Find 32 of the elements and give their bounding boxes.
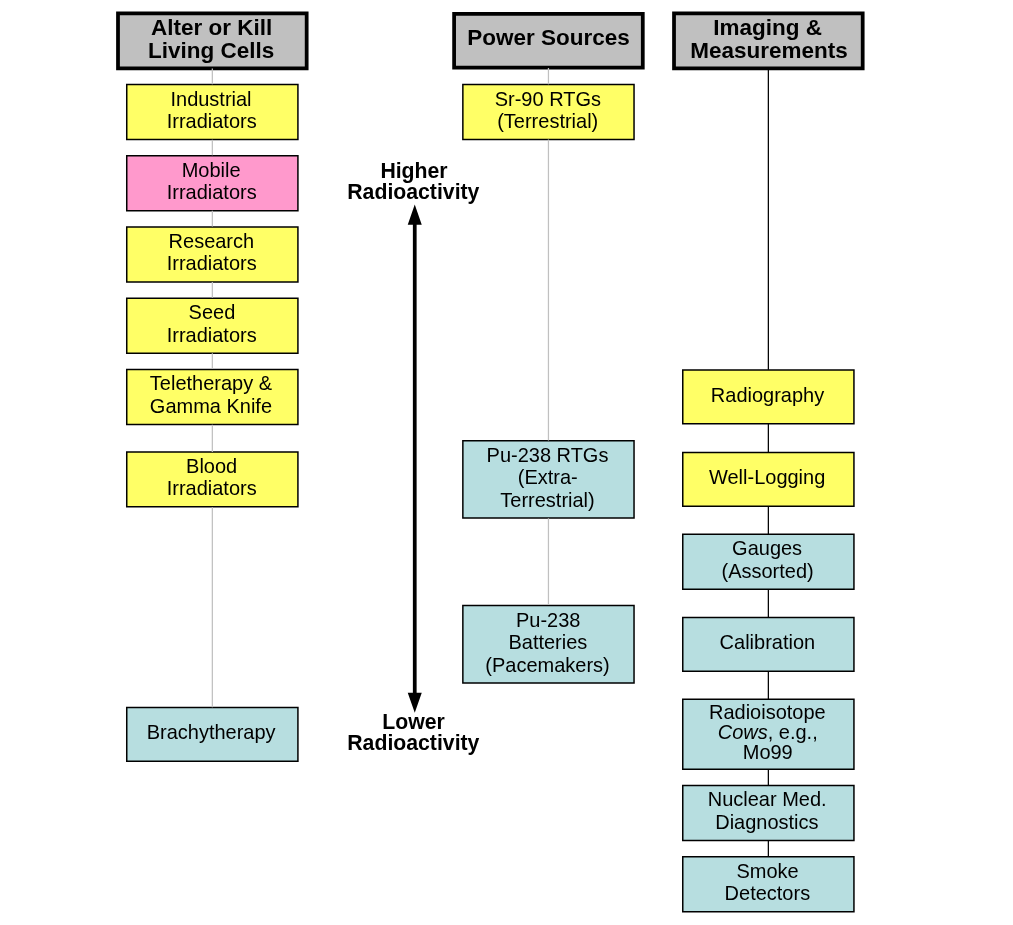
node-box: Smoke Detectors <box>682 855 855 913</box>
connector <box>767 67 769 371</box>
connector <box>767 589 769 618</box>
connector <box>767 505 769 535</box>
connector <box>211 506 213 708</box>
node-box: Industrial Irradiators <box>126 83 299 141</box>
node-box: Calibration <box>682 616 855 672</box>
node-box: Research Irradiators <box>126 226 299 283</box>
node-box: Imaging & Measurements <box>672 11 865 71</box>
node-box: Mobile Irradiators <box>126 155 299 212</box>
node-box: Alter or Kill Living Cells <box>116 11 309 71</box>
node-box: Gauges (Assorted) <box>682 533 855 591</box>
node-box: Sr-90 RTGs (Terrestrial) <box>462 83 635 141</box>
node-box: Pu-238 Batteries (Pacemakers) <box>462 604 635 684</box>
node-box: Pu-238 RTGs (Extra-Terrestrial) <box>462 439 635 519</box>
connector <box>211 424 213 453</box>
node-box: Power Sources <box>452 12 645 70</box>
connector <box>767 423 769 454</box>
node-text: Lower Radioactivity <box>347 709 480 756</box>
connector <box>547 517 550 606</box>
node-text: Higher Radioactivity <box>347 158 480 204</box>
arrow <box>407 204 422 713</box>
node-box: Brachytherapy <box>126 706 299 762</box>
node-box: Teletherapy & Gamma Knife <box>126 368 299 426</box>
node-box: Radiography <box>682 369 855 425</box>
node-box: Radioisotope Cows, e.g., Mo99 <box>682 698 855 770</box>
connector <box>767 670 769 700</box>
node-box: Nuclear Med. Diagnostics <box>682 784 855 842</box>
node-box: Well-Logging <box>682 451 855 507</box>
connector <box>547 138 550 442</box>
node-box: Seed Irradiators <box>126 297 299 354</box>
node-box: Blood Irradiators <box>126 451 299 508</box>
